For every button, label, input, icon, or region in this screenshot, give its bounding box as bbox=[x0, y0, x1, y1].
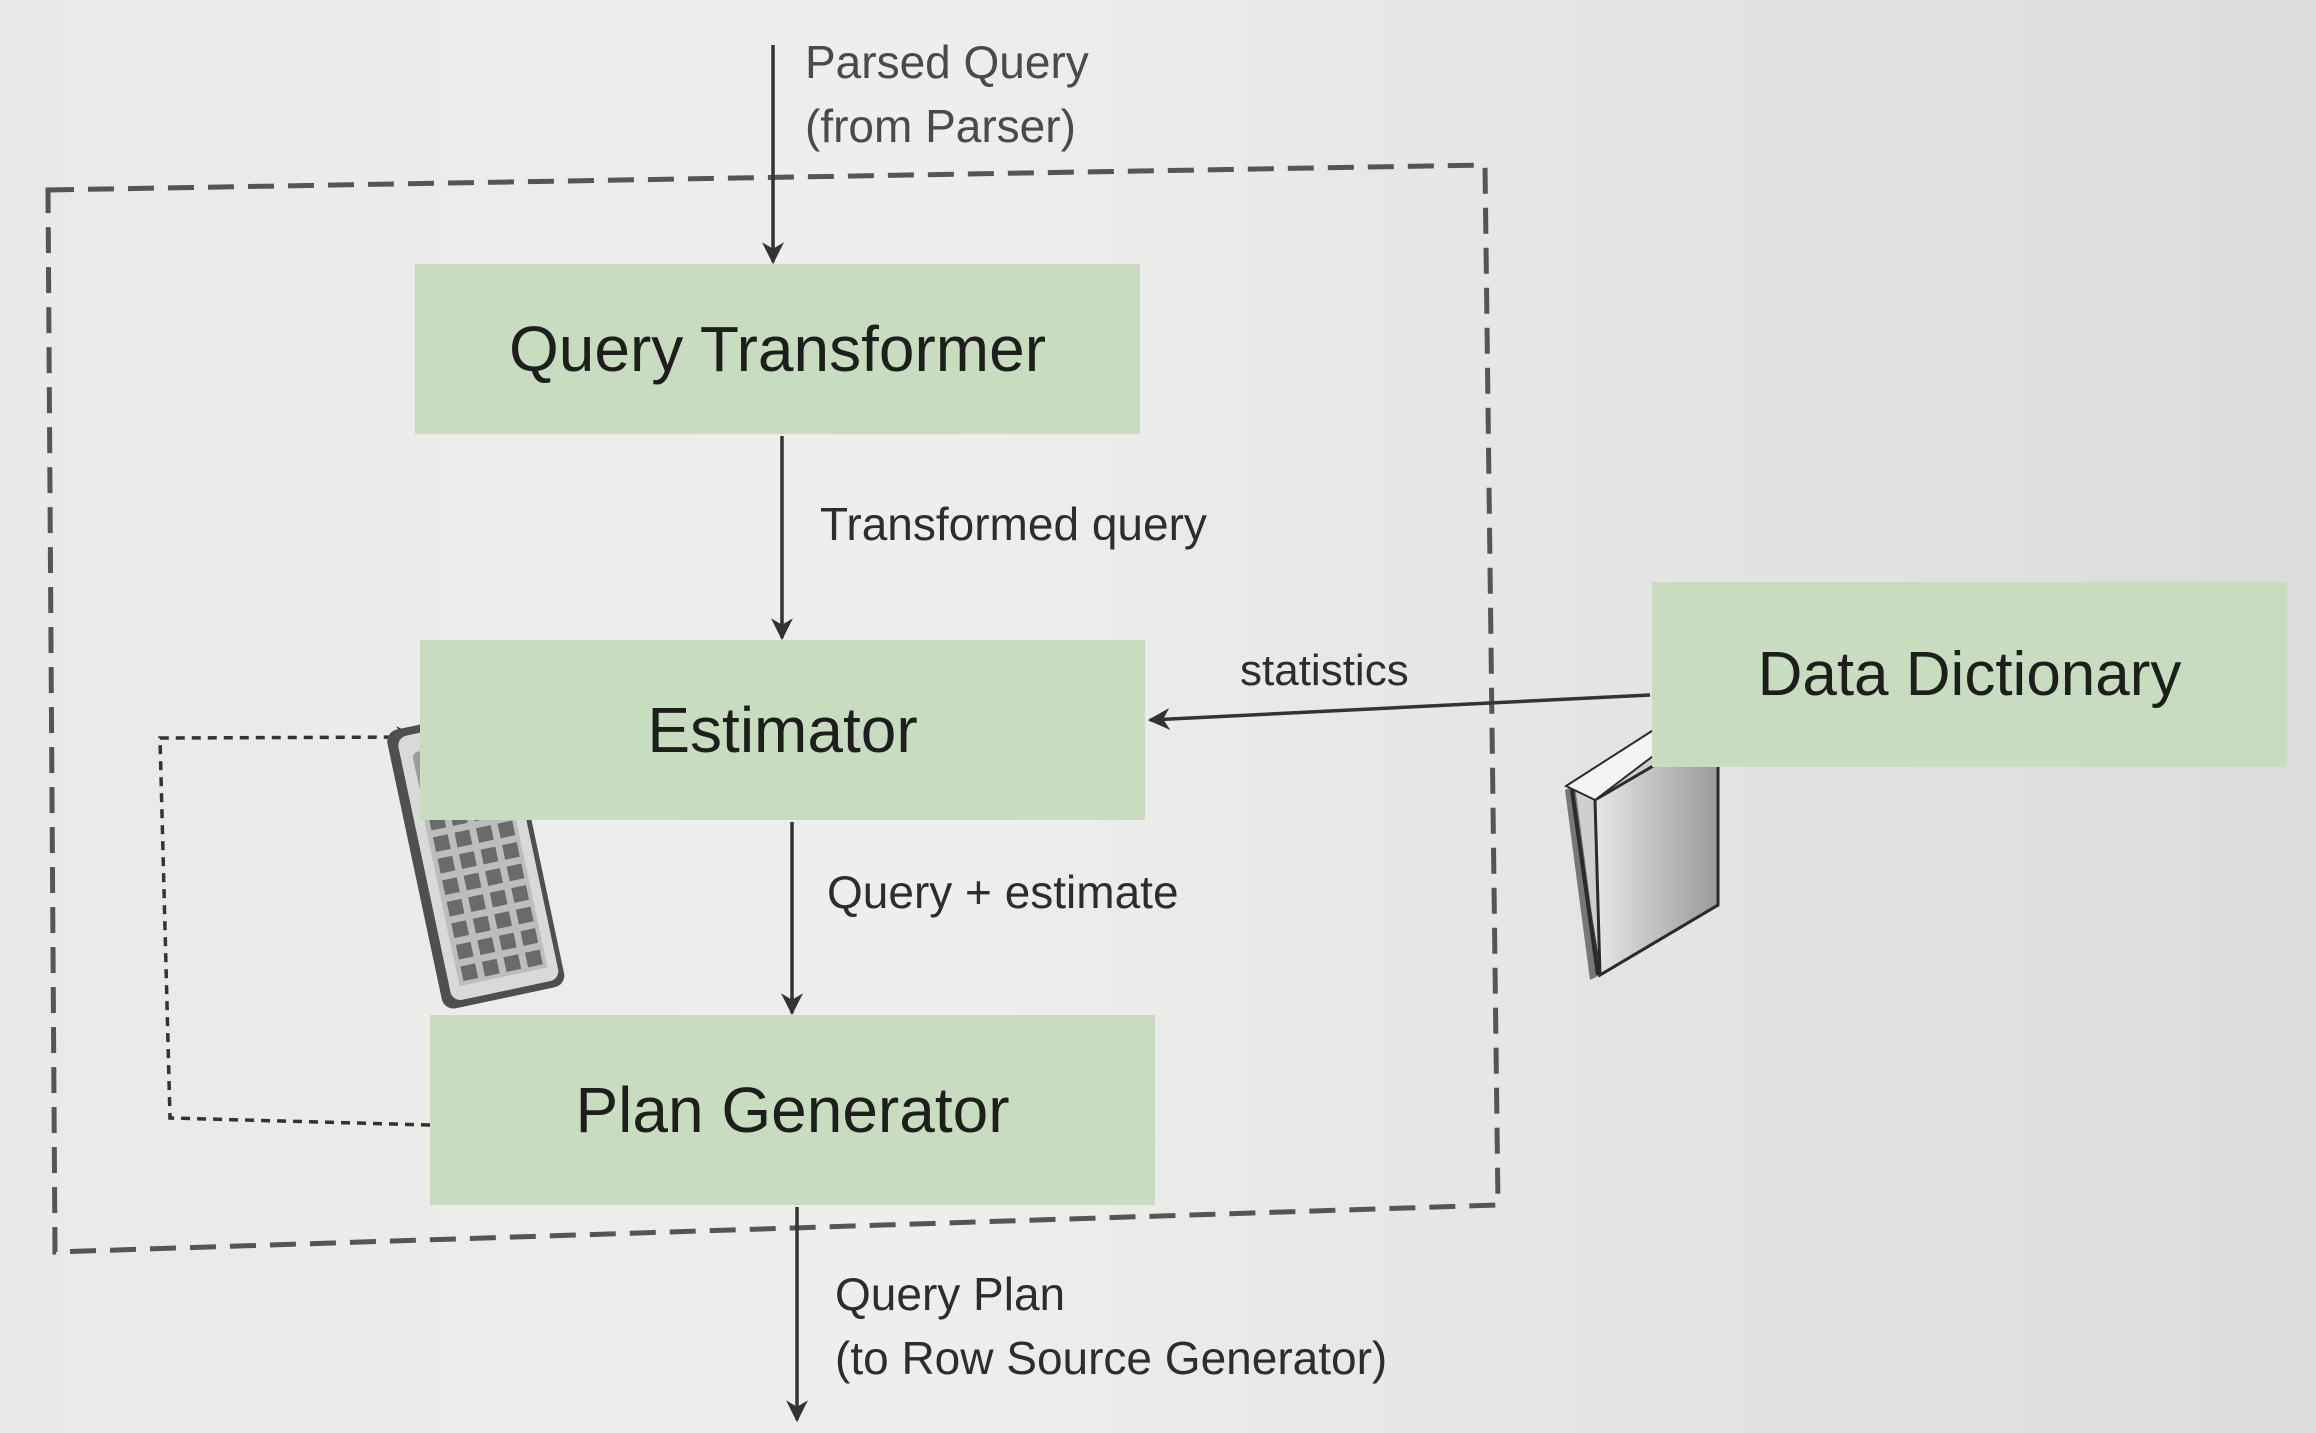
parsed-query-line2: (from Parser) bbox=[805, 100, 1076, 153]
parsed-query-line1: Parsed Query bbox=[805, 36, 1089, 88]
query-estimate-label: Query + estimate bbox=[827, 866, 1179, 918]
query-plan-line2: (to Row Source Generator) bbox=[835, 1332, 1388, 1385]
query-plan-line1: Query Plan bbox=[835, 1268, 1066, 1320]
arrow-statistics bbox=[1147, 693, 1651, 730]
book-icon bbox=[1563, 708, 1720, 980]
transformed-query-label: Transformed query bbox=[820, 498, 1207, 550]
statistics-label: statistics bbox=[1240, 646, 1409, 695]
plan-generator-box: Plan Generator bbox=[430, 1015, 1155, 1205]
query-transformer-box: Query Transformer bbox=[415, 264, 1140, 434]
data-dictionary-box: Data Dictionary bbox=[1652, 582, 2287, 767]
arrow-feedback-loop bbox=[158, 726, 431, 1127]
estimator-box: Estimator bbox=[420, 640, 1145, 820]
parsed-query-label: Parsed Query (from Parser) bbox=[805, 30, 1089, 159]
query-plan-label: Query Plan (to Row Source Generator) bbox=[835, 1262, 1387, 1391]
